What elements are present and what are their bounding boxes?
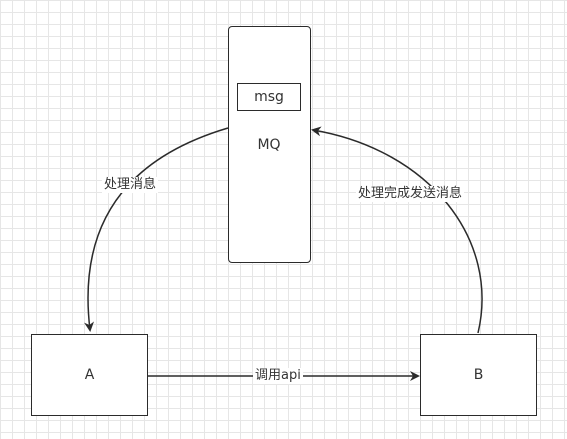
edge-b-to-mq	[311, 126, 483, 334]
edge-mq-to-a	[84, 127, 229, 332]
edge-label-a-to-b: 调用api	[253, 368, 303, 384]
node-b: B	[420, 334, 537, 416]
node-a-label: A	[84, 367, 95, 383]
edge-label-b-to-mq: 处理完成发送消息	[356, 186, 465, 202]
node-a: A	[31, 334, 148, 416]
edge-label-mq-to-a: 处理消息	[102, 177, 159, 193]
msg-label: msg	[254, 89, 284, 105]
mq-label: MQ	[257, 137, 281, 153]
node-b-label: B	[473, 367, 484, 383]
mq-node: msg MQ	[228, 26, 311, 263]
msg-box: msg	[237, 83, 301, 111]
